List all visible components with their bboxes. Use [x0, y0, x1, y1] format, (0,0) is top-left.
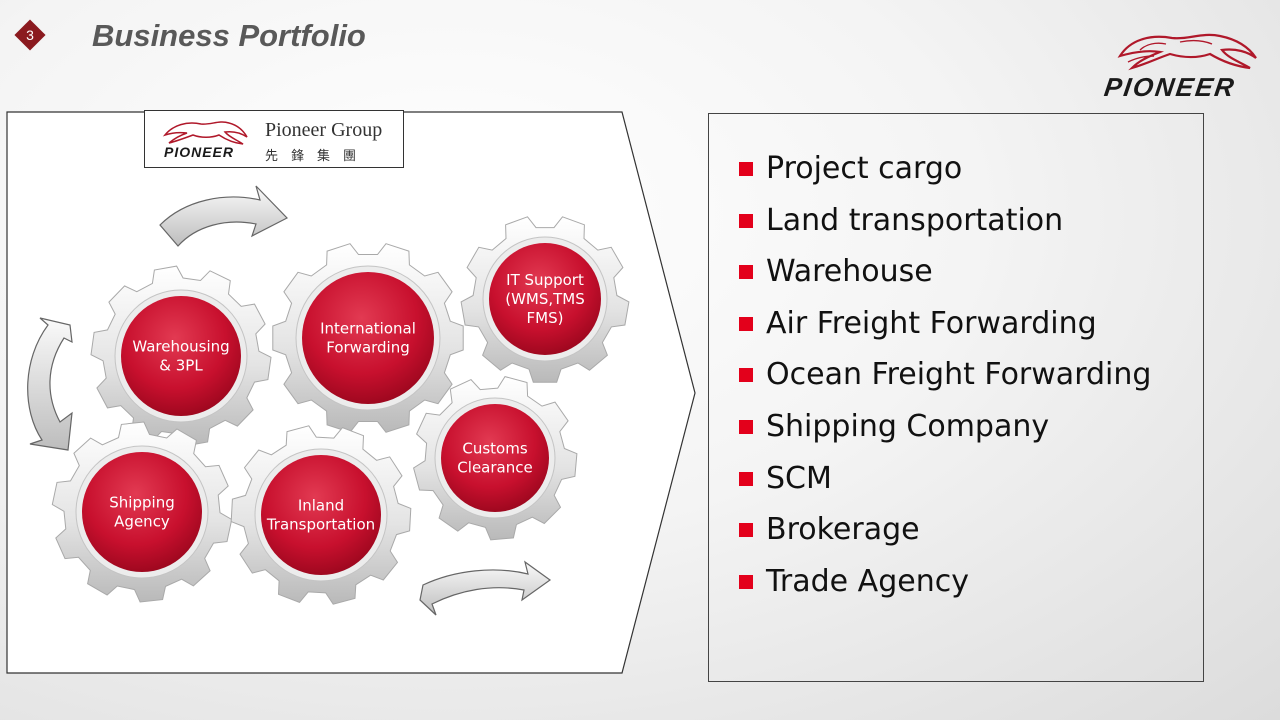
bullet-square-icon — [739, 471, 753, 486]
slide-title: Business Portfolio — [92, 18, 366, 53]
bullet-square-icon — [739, 316, 753, 331]
service-item: Trade Agency — [739, 561, 1151, 619]
bullet-square-icon — [739, 419, 753, 434]
bullet-square-icon — [739, 368, 753, 383]
gear-warehousing: Warehousing& 3PL — [90, 265, 272, 447]
service-label: Ocean Freight Forwarding — [766, 357, 1152, 393]
gear-label: Shipping — [109, 494, 174, 512]
gear-center — [441, 404, 549, 512]
service-label: Project cargo — [766, 151, 963, 186]
cycle-arrow-bottom — [419, 560, 552, 616]
slide-number-badge: 3 — [14, 19, 46, 51]
slide-number: 3 — [26, 27, 34, 43]
gear-label: & 3PL — [159, 357, 203, 375]
gear-label: (WMS,TMS — [505, 290, 585, 308]
gear-label: Agency — [114, 513, 170, 531]
bullet-square-icon — [739, 574, 753, 589]
service-label: Air Freight Forwarding — [766, 305, 1097, 341]
pioneer-group-logo: PIONEER Pioneer Group 先鋒集團 — [144, 110, 404, 168]
service-item: Shipping Company — [739, 406, 1151, 464]
group-name-cjk: 先鋒集團 — [265, 149, 370, 164]
group-logo-wordmark: PIONEER — [163, 144, 234, 160]
service-label: SCM — [766, 460, 832, 496]
gear-center — [261, 455, 381, 575]
bullet-square-icon — [739, 162, 753, 176]
service-item: Ocean Freight Forwarding — [739, 354, 1151, 412]
gear-label: Transportation — [266, 516, 375, 534]
service-item: Warehouse — [739, 251, 1151, 309]
group-name: Pioneer Group — [265, 119, 383, 141]
gear-label: Forwarding — [326, 339, 410, 357]
service-item: SCM — [739, 458, 1151, 516]
bullet-square-icon — [739, 265, 753, 280]
service-label: Warehouse — [766, 254, 933, 290]
gear-label: Warehousing — [132, 338, 229, 356]
leopard-icon — [1117, 33, 1257, 71]
service-label: Trade Agency — [766, 563, 969, 599]
gear-center — [121, 296, 241, 416]
gear-label: Customs — [462, 440, 527, 458]
service-item: Air Freight Forwarding — [739, 303, 1151, 361]
gear-label: IT Support — [506, 271, 584, 289]
gear-label: Clearance — [457, 459, 532, 477]
service-label: Land transportation — [766, 202, 1064, 238]
service-item: Land transportation — [739, 200, 1151, 258]
gear-label: Inland — [298, 497, 344, 515]
brand-wordmark: PIONEER — [1102, 72, 1238, 102]
service-item: Project cargo — [739, 148, 1151, 206]
service-label: Brokerage — [766, 512, 920, 548]
service-item: Brokerage — [739, 509, 1151, 567]
gear-label: International — [320, 320, 416, 338]
gear-center — [82, 452, 202, 572]
bullet-square-icon — [739, 523, 753, 538]
bullet-square-icon — [739, 213, 753, 228]
gear-center — [302, 272, 434, 404]
gear-center — [489, 243, 601, 355]
gear-diagram: Warehousing& 3PLInternationalForwardingI… — [6, 111, 696, 674]
gear-label: FMS) — [527, 309, 564, 327]
cycle-arrow-top — [159, 185, 288, 247]
leopard-icon — [162, 121, 248, 145]
service-label: Shipping Company — [766, 408, 1050, 444]
pioneer-logo: PIONEER — [1085, 28, 1265, 102]
cycle-arrow-left — [27, 317, 73, 451]
